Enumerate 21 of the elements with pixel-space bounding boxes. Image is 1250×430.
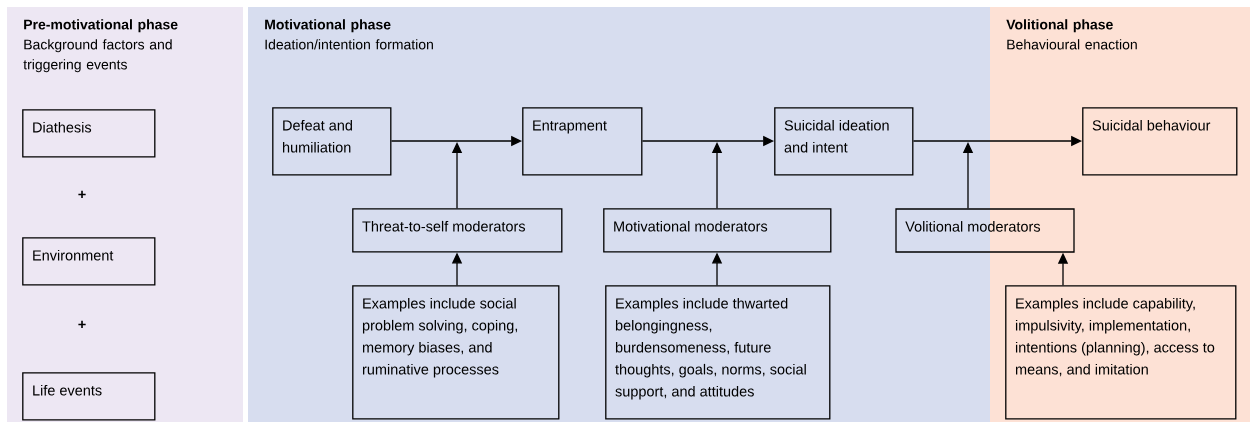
phase-subtitle: Background factors and triggering events xyxy=(23,39,172,73)
moderator-box: Volitional moderators xyxy=(895,208,1075,253)
process-box: Suicidal behaviour xyxy=(1082,107,1238,176)
phase-title: Pre-motivational phase xyxy=(24,19,178,33)
example-box: Examples include thwarted belongingness, burdensomeness, future thoughts, goals, norms, social support, and attitudes xyxy=(605,285,831,420)
process-box: Entrapment xyxy=(522,107,643,176)
example-box: Examples include capability, impulsivity, implementation, intentions (planning), access to means, and imitation xyxy=(1005,285,1237,420)
phase-subtitle: Behavioural enaction xyxy=(1007,39,1137,50)
process-box: Environment xyxy=(22,237,156,286)
plus-sign: + xyxy=(78,320,86,329)
process-box: Diathesis xyxy=(22,109,156,158)
process-box: Defeat and humiliation xyxy=(272,107,392,176)
phase-title: Motivational phase xyxy=(265,19,391,33)
moderator-box: Threat-to-self moderators xyxy=(352,208,563,253)
process-box: Life events xyxy=(22,372,156,421)
plus-sign: + xyxy=(78,190,86,199)
example-box: Examples include social problem solving, coping, memory biases, and ruminative processes xyxy=(352,285,560,420)
phase-subtitle: Ideation/intention formation xyxy=(265,39,433,50)
process-box: Suicidal ideation and intent xyxy=(774,107,914,176)
moderator-box: Motivational moderators xyxy=(603,208,832,253)
phase-title: Volitional phase xyxy=(1006,19,1113,33)
